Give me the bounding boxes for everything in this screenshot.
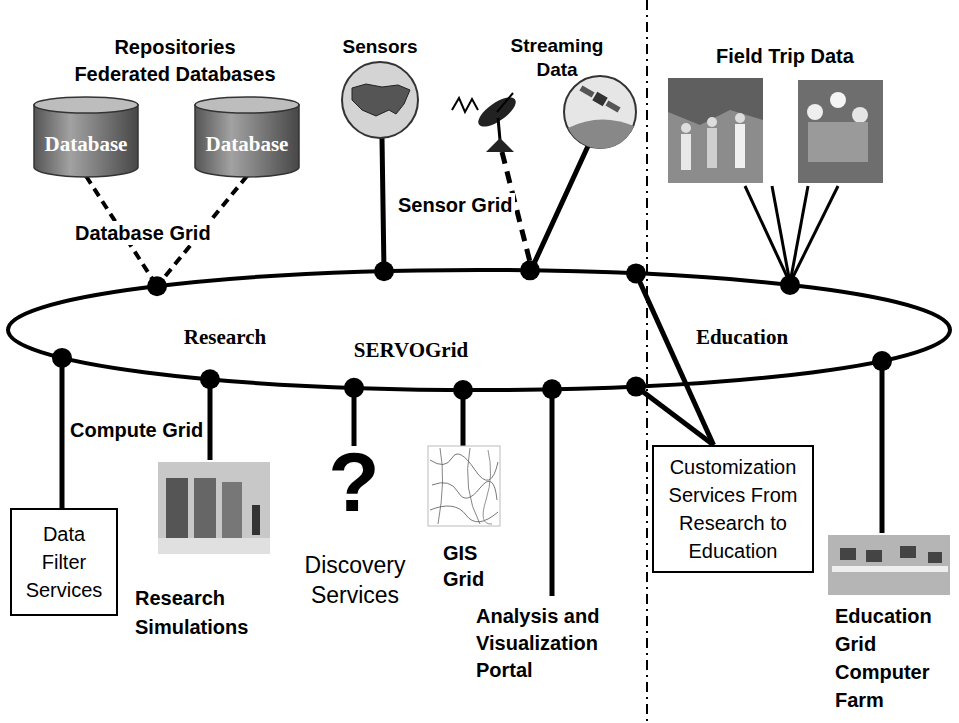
- machine-room-photo: [158, 462, 270, 554]
- monitor-shape: [928, 552, 942, 563]
- map-line: [438, 448, 443, 524]
- grid-label: Database Grid: [72, 221, 214, 245]
- ring-ellipse: [8, 270, 950, 390]
- server-rack: [194, 478, 216, 538]
- field-photo: [668, 78, 763, 183]
- hard-hat: [807, 104, 823, 120]
- desk-shape: [832, 566, 948, 572]
- link-line: [550, 389, 555, 596]
- component-label: Education Grid Computer Farm: [835, 602, 947, 714]
- question-symbol: ?: [328, 440, 379, 524]
- component-label: Discovery Services: [298, 550, 413, 610]
- map-line: [468, 448, 480, 524]
- monitor-shape: [840, 548, 856, 560]
- ring-dot: [344, 378, 364, 398]
- ring-outline: [6, 268, 952, 392]
- earth-shape: [568, 119, 634, 148]
- link-line: [382, 138, 384, 271]
- section-label: Field Trip Data: [716, 44, 854, 68]
- ring-dot: [374, 261, 394, 281]
- ring-dot: [453, 380, 473, 400]
- floor-shape: [158, 538, 270, 554]
- grid-label: Sensor Grid: [395, 193, 515, 217]
- dish-base: [486, 138, 514, 152]
- component-label: GIS Grid: [443, 540, 503, 592]
- solar-panel: [579, 85, 594, 97]
- ring-dot: [520, 260, 540, 280]
- signal-wave: [452, 98, 478, 112]
- field-photo: [798, 80, 883, 183]
- database-cylinder: Database: [32, 95, 140, 177]
- ring-dot: [542, 379, 562, 399]
- sensor-icon: [342, 62, 418, 138]
- map-line: [430, 506, 498, 522]
- service-box: Data Filter Services: [10, 508, 118, 616]
- monitor-shape: [900, 546, 916, 558]
- node-label: Database: [32, 132, 140, 156]
- hard-hat: [852, 107, 868, 123]
- grid-label: Compute Grid: [67, 418, 206, 442]
- ring-dot: [52, 348, 72, 368]
- group-heading: Repositories Federated Databases: [69, 34, 281, 88]
- dish-icon: [474, 92, 520, 132]
- service-box: Customization Services From Research to …: [652, 445, 814, 573]
- ring-dot: [626, 263, 646, 283]
- divider-line: [646, 0, 648, 723]
- cylinder-top: [195, 97, 299, 113]
- connector-line: [636, 387, 714, 445]
- component-label: Analysis and Visualization Portal: [476, 603, 606, 684]
- link-line: [745, 186, 790, 283]
- dish-stand: [498, 118, 500, 140]
- satellite-body: [578, 84, 621, 115]
- link-line: [208, 379, 213, 460]
- ring-dot: [780, 275, 800, 295]
- satellite-icon: [564, 76, 636, 148]
- connector-line: [60, 358, 65, 508]
- satellite-core: [592, 92, 607, 107]
- database-cylinder: Database: [193, 95, 301, 177]
- ring-dot: [200, 369, 220, 389]
- node-label: Database: [193, 132, 301, 156]
- ring-label: Education: [696, 325, 788, 349]
- person-body: [707, 128, 717, 168]
- ring-dot: [626, 377, 646, 397]
- link-line: [790, 186, 838, 283]
- solar-panel: [605, 100, 620, 112]
- connector-line: [636, 273, 714, 445]
- link-line: [772, 186, 790, 283]
- map-shape: [352, 84, 410, 116]
- person-head: [707, 117, 717, 127]
- map-line: [430, 454, 498, 480]
- ring-label: SERVOGrid: [354, 338, 468, 362]
- box-label: Data Filter Services: [22, 520, 106, 604]
- hard-hat: [830, 92, 846, 108]
- rock-face: [668, 78, 763, 125]
- grid-ring: ResearchSERVOGrid Education: [6, 268, 952, 392]
- person-head: [681, 123, 691, 133]
- link-line: [532, 146, 588, 268]
- cylinder-top: [34, 97, 138, 113]
- person-body: [681, 134, 691, 170]
- gis-map: [428, 446, 500, 526]
- ring-dot: [872, 351, 892, 371]
- box-label: Customization Services From Research to …: [660, 453, 806, 565]
- section-label: Sensors: [343, 36, 418, 58]
- crew-shape: [808, 122, 868, 162]
- ring-label: Research: [184, 325, 266, 349]
- dish-feed: [497, 93, 513, 112]
- section-label: Streaming Data: [507, 34, 607, 82]
- map-line: [483, 450, 492, 524]
- component-label: Research Simulations: [135, 584, 260, 642]
- server-rack: [166, 478, 188, 538]
- link-line: [790, 186, 808, 283]
- person-body: [735, 124, 745, 168]
- person-head: [735, 113, 745, 123]
- link-line: [880, 361, 885, 533]
- ring-dot: [147, 276, 167, 296]
- server-rack: [222, 482, 242, 538]
- computer-lab-photo: [828, 535, 950, 595]
- person-body: [252, 505, 260, 535]
- monitor-shape: [866, 550, 882, 562]
